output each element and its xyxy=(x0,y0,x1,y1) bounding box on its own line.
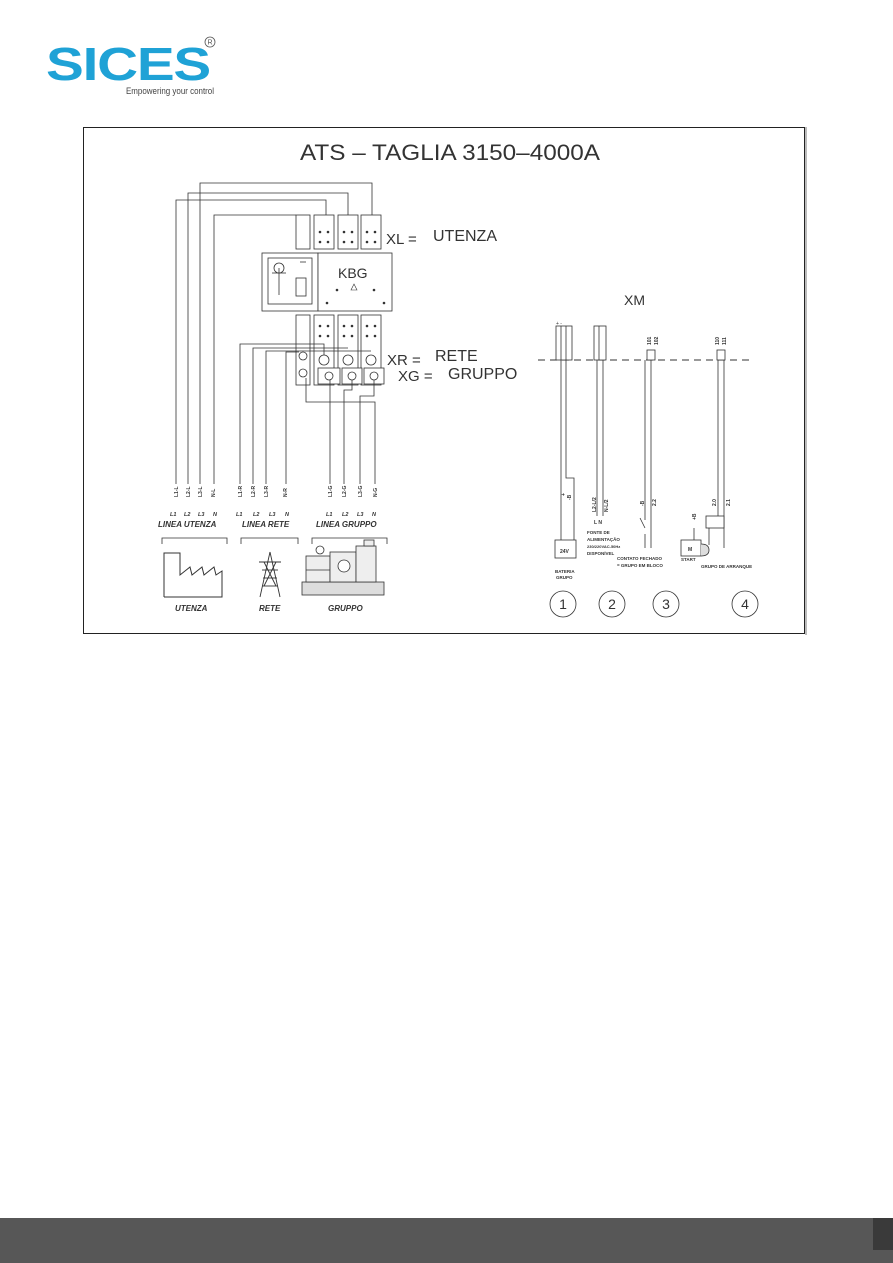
svg-text:L2: L2 xyxy=(184,512,190,518)
xr-terminal-block xyxy=(295,314,385,386)
c3-wire-22: 2.2 xyxy=(652,499,658,506)
svg-text:L1: L1 xyxy=(326,512,332,518)
svg-text:L3-R: L3-R xyxy=(264,486,270,498)
circuit-number-1: 1 xyxy=(559,596,567,612)
linea-gruppo-title: LINEA GRUPPO xyxy=(316,520,377,529)
circuit-number-4: 4 xyxy=(741,596,749,612)
circuit-number-3: 3 xyxy=(662,596,670,612)
svg-text:L1-G: L1-G xyxy=(328,486,334,498)
svg-text:N-R: N-R xyxy=(283,488,289,497)
kbg-screws xyxy=(325,283,386,305)
gruppo-caption: GRUPPO xyxy=(328,604,363,613)
svg-text:N: N xyxy=(285,512,290,518)
phase-labels: L1 L2 L3 N L1 L2 L3 N L1 L2 L3 N xyxy=(170,512,377,518)
linea-utenza-title: LINEA UTENZA xyxy=(158,520,217,529)
c4-plus-b: +B xyxy=(692,513,698,520)
generator-icon xyxy=(301,539,385,596)
xl-terminal-block xyxy=(295,214,382,250)
c3-wire-b: -B xyxy=(640,500,646,506)
c2-caption-1: FONTE DE xyxy=(587,530,610,535)
gruppo-feed-wires xyxy=(305,378,376,484)
registered-mark xyxy=(204,36,216,48)
xm-circuit-3 xyxy=(639,349,656,548)
svg-text:L1: L1 xyxy=(236,512,242,518)
c1-top-label: + - xyxy=(556,321,562,327)
c4-start: START xyxy=(681,557,696,562)
svg-text:N: N xyxy=(213,512,218,518)
rete-caption: RETE xyxy=(259,604,281,613)
svg-text:L3-G: L3-G xyxy=(358,486,364,498)
xr-value: RETE xyxy=(435,348,478,365)
utenza-caption: UTENZA xyxy=(175,604,208,613)
xm-circuit-1 xyxy=(554,325,577,559)
group-brackets xyxy=(161,537,388,544)
svg-text:N-G: N-G xyxy=(373,488,379,497)
circuit-number-2: 2 xyxy=(608,596,616,612)
c2-caption-4: DISPONÍVEL xyxy=(587,549,615,556)
svg-text:N: N xyxy=(372,512,377,518)
xm-circuit-4 xyxy=(680,349,726,557)
svg-text:L2-R: L2-R xyxy=(251,486,257,498)
svg-text:L3: L3 xyxy=(198,512,204,518)
c1-minus: -B xyxy=(567,494,573,500)
svg-text:L3: L3 xyxy=(269,512,275,518)
c2-caption-2: ALIMENTAÇÃO xyxy=(587,536,620,542)
linea-rete-title: LINEA RETE xyxy=(242,520,290,529)
svg-text:L3-L: L3-L xyxy=(198,486,204,497)
xg-value: GRUPPO xyxy=(448,366,517,383)
c4-caption: GRUPO DE ARRANQUE xyxy=(701,564,752,569)
c4-motor: M xyxy=(688,547,692,553)
c4-top-111: 111 xyxy=(722,337,728,345)
c3-top-102: 102 xyxy=(654,336,660,345)
c1-caption: BATERIA xyxy=(555,569,575,574)
c3-top-101: 101 xyxy=(647,336,653,345)
svg-text:L3: L3 xyxy=(357,512,363,518)
svg-text:L2: L2 xyxy=(253,512,259,518)
c1-caption-2: GRUPO xyxy=(556,575,573,580)
xl-value: UTENZA xyxy=(433,228,497,245)
wire-tags: L1-L L2-L L3-L N-L L1-R L2-R L3-R N-R L1… xyxy=(174,486,379,498)
diagram-title: ATS – TAGLIA 3150–4000A xyxy=(300,140,600,165)
c2-l-n: L N xyxy=(594,520,602,526)
svg-text:L1-R: L1-R xyxy=(238,486,244,498)
sices-logo: SICES R Empowering your control xyxy=(44,36,216,96)
c4-top-110: 110 xyxy=(715,337,721,345)
brand-name: SICES xyxy=(46,38,210,90)
c2-wire-n: N-L/2 xyxy=(604,499,610,512)
page-number-tab xyxy=(873,1218,893,1250)
svg-text:L1-L: L1-L xyxy=(174,486,180,497)
c3-caption-1: CONTATO FECHADO xyxy=(617,556,662,561)
xr-label: XR = xyxy=(387,352,421,369)
xl-feed-wires xyxy=(175,182,373,484)
c4-wire-21: 2.1 xyxy=(726,499,732,506)
kbg-switch xyxy=(261,252,393,312)
brand-tagline: Empowering your control xyxy=(126,86,214,96)
rete-feed-wires xyxy=(239,343,371,484)
xg-label: XG = xyxy=(398,368,433,385)
c2-wire-l: L2-L/2 xyxy=(592,497,598,512)
c1-plus: + xyxy=(561,493,567,496)
diagram-frame xyxy=(83,127,805,634)
svg-text:L1: L1 xyxy=(170,512,176,518)
c1-battery-voltage: 24V xyxy=(560,549,570,555)
xm-label: XM xyxy=(624,292,645,308)
c2-caption-3: 230/220VAC-50Hz xyxy=(587,544,620,549)
xm-circuit-2 xyxy=(593,325,607,516)
factory-icon xyxy=(163,552,223,598)
svg-text:L2-G: L2-G xyxy=(342,486,348,498)
xl-label: XL = xyxy=(386,231,417,248)
svg-text:N-L: N-L xyxy=(211,489,217,497)
c3-caption-2: = GRUPO EM BLOCO xyxy=(617,563,663,568)
registered-letter: R xyxy=(208,40,213,47)
pylon-icon xyxy=(259,551,281,598)
wiring-diagram: ATS – TAGLIA 3150–4000A XL = UTENZA KBG xyxy=(158,140,759,618)
svg-text:L2: L2 xyxy=(342,512,348,518)
kbg-label: KBG xyxy=(338,265,368,281)
svg-text:L2-L: L2-L xyxy=(186,486,192,497)
footer-bar xyxy=(0,1218,893,1263)
frame-shadow xyxy=(805,127,807,635)
c4-wire-20: 2.0 xyxy=(712,499,718,506)
circuit-numbers xyxy=(549,590,759,618)
